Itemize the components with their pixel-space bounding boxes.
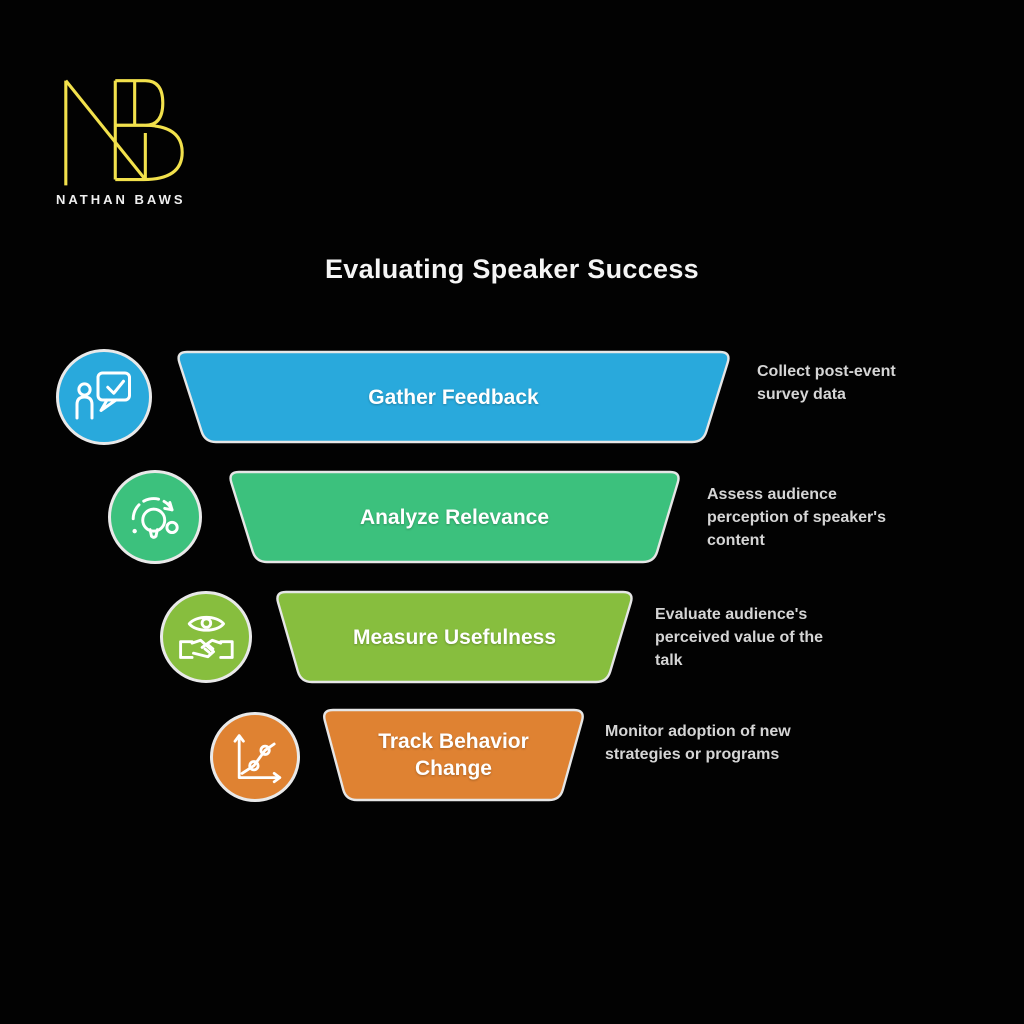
brand-logo — [60, 78, 188, 188]
nb-monogram-icon — [64, 79, 184, 186]
stage-label: Measure Usefulness — [352, 625, 557, 649]
funnel-bar — [276, 590, 633, 684]
stage-description: Assess audience perception of speaker's … — [707, 486, 886, 549]
person-chat-check-icon — [75, 371, 131, 420]
stage-description: Monitor adoption of new strategies or pr… — [605, 723, 791, 763]
lightbulb-gauge-icon — [131, 496, 179, 539]
stage-icon-circle — [160, 591, 252, 683]
funnel-bar — [229, 470, 680, 564]
stage-label: Track Behavior Change — [378, 730, 529, 780]
funnel-bar — [323, 708, 584, 802]
stage-label: Analyze Relevance — [359, 505, 550, 529]
stage-icon-circle — [108, 470, 202, 564]
stage-label: Gather Feedback — [368, 385, 539, 409]
stage-description: Evaluate audience's perceived value of t… — [655, 606, 824, 669]
eye-handshake-icon — [178, 615, 234, 659]
growth-chart-icon — [234, 734, 282, 784]
stage-icon-circle — [210, 712, 300, 802]
funnel-bar — [177, 350, 730, 444]
brand-name: NATHAN BAWS — [56, 192, 186, 207]
stage-icon-circle — [56, 349, 152, 445]
stage-description: Collect post-event survey data — [757, 363, 896, 403]
page-title: Evaluating Speaker Success — [325, 254, 699, 284]
